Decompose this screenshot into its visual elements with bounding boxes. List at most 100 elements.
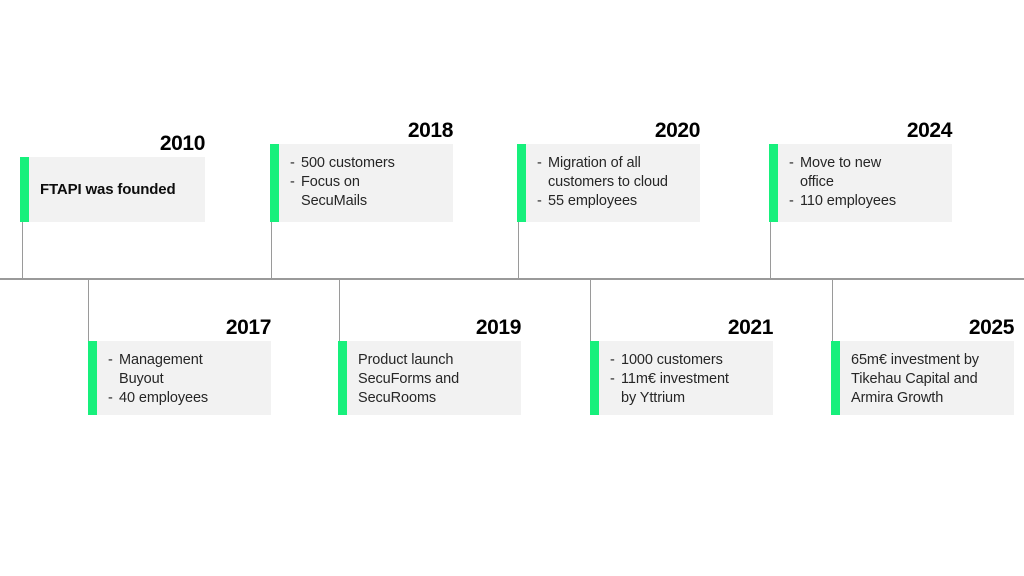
bullet-dash: - <box>789 155 794 171</box>
year-label-2025: 2025 <box>968 315 1015 339</box>
bullet-dash: - <box>108 352 113 368</box>
list-item-text: 11m€ investment <box>621 371 729 387</box>
accent-bar-icon <box>88 341 97 415</box>
milestone-card-2019: Product launch SecuForms and SecuRooms <box>338 341 521 415</box>
milestone-card-2018: -500 customers -Focus on SecuMails <box>270 144 453 222</box>
list-item: -40 employees <box>108 389 261 408</box>
list-item-text: Buyout <box>119 371 164 387</box>
milestone-card-2017: -Management Buyout -40 employees <box>88 341 271 415</box>
bullet-dash: - <box>537 193 542 209</box>
milestone-card-2025: 65m€ investment by Tikehau Capital and A… <box>831 341 1014 415</box>
list-item: Product launch <box>358 351 511 370</box>
connector-2021 <box>590 279 592 341</box>
list-item: Buyout <box>108 370 261 389</box>
milestone-body-2010: FTAPI was founded <box>29 157 205 222</box>
milestone-bullet-list: -1000 customers -11m€ investment by Yttr… <box>610 351 763 408</box>
list-item: -Focus on <box>290 173 443 192</box>
list-item: SecuRooms <box>358 389 511 408</box>
list-item-text: Move to new <box>800 155 882 171</box>
list-item: 65m€ investment by <box>851 351 1004 370</box>
milestone-card-2010: FTAPI was founded <box>20 157 205 222</box>
list-item: Armira Growth <box>851 389 1004 408</box>
list-item-text: Focus on <box>301 174 360 190</box>
list-item-text: SecuRooms <box>358 390 437 406</box>
list-item-text: customers to cloud <box>548 174 668 190</box>
list-item-text: office <box>800 174 834 190</box>
year-label-2018: 2018 <box>407 118 454 142</box>
timeline-axis <box>0 278 1024 280</box>
list-item-text: Armira Growth <box>851 390 944 406</box>
list-item-text: SecuMails <box>301 193 367 209</box>
list-item: -1000 customers <box>610 351 763 370</box>
list-item-text: Management <box>119 352 203 368</box>
list-item: -55 employees <box>537 192 690 211</box>
accent-bar-icon <box>20 157 29 222</box>
milestone-card-2021: -1000 customers -11m€ investment by Yttr… <box>590 341 773 415</box>
connector-2020 <box>518 222 520 279</box>
connector-2010 <box>22 222 24 279</box>
list-item-text: 1000 customers <box>621 352 723 368</box>
connector-2017 <box>88 279 90 341</box>
year-label-2020: 2020 <box>654 118 701 142</box>
list-item: Tikehau Capital and <box>851 370 1004 389</box>
milestone-body-2020: -Migration of all customers to cloud -55… <box>526 144 700 222</box>
bullet-dash: - <box>290 155 295 171</box>
list-item: -Management <box>108 351 261 370</box>
connector-2025 <box>832 279 834 341</box>
list-item: SecuForms and <box>358 370 511 389</box>
list-item-text: by Yttrium <box>621 390 686 406</box>
bullet-dash: - <box>290 174 295 190</box>
year-label-2019: 2019 <box>475 315 522 339</box>
list-item: customers to cloud <box>537 173 690 192</box>
list-item-text: Tikehau Capital and <box>851 371 978 387</box>
year-label-2010: 2010 <box>159 131 206 155</box>
bullet-dash: - <box>108 390 113 406</box>
connector-2019 <box>339 279 341 341</box>
list-item: by Yttrium <box>610 389 763 408</box>
milestone-2024[interactable]: 2024 -Move to new office -110 employees <box>769 119 952 222</box>
list-item: -110 employees <box>789 192 942 211</box>
year-label-2021: 2021 <box>727 315 774 339</box>
bullet-dash: - <box>537 155 542 171</box>
milestone-2025[interactable]: 2025 65m€ investment by Tikehau Capital … <box>831 316 1014 415</box>
list-item: -Move to new <box>789 154 942 173</box>
list-item-text: 55 employees <box>548 193 638 209</box>
list-item: -500 customers <box>290 154 443 173</box>
accent-bar-icon <box>517 144 526 222</box>
year-label-2017: 2017 <box>225 315 272 339</box>
connector-2024 <box>770 222 772 279</box>
list-item-text: Migration of all <box>548 155 641 171</box>
accent-bar-icon <box>590 341 599 415</box>
milestone-2010[interactable]: 2010 FTAPI was founded <box>20 132 205 222</box>
milestone-2019[interactable]: 2019 Product launch SecuForms and SecuRo… <box>338 316 521 415</box>
list-item: -Migration of all <box>537 154 690 173</box>
milestone-2021[interactable]: 2021 -1000 customers -11m€ investment by… <box>590 316 773 415</box>
accent-bar-icon <box>769 144 778 222</box>
milestone-bullet-list: -Migration of all customers to cloud -55… <box>537 154 690 211</box>
list-item-text: Product launch <box>358 352 454 368</box>
milestone-2020[interactable]: 2020 -Migration of all customers to clou… <box>517 119 700 222</box>
milestone-bullet-list: -500 customers -Focus on SecuMails <box>290 154 443 211</box>
list-item-text: 500 customers <box>301 155 395 171</box>
bullet-dash: - <box>610 371 615 387</box>
milestone-card-2024: -Move to new office -110 employees <box>769 144 952 222</box>
milestone-2018[interactable]: 2018 -500 customers -Focus on SecuMails <box>270 119 453 222</box>
list-item: -11m€ investment <box>610 370 763 389</box>
milestone-2017[interactable]: 2017 -Management Buyout -40 employees <box>88 316 271 415</box>
year-label-2024: 2024 <box>906 118 953 142</box>
list-item-text: SecuForms and <box>358 371 460 387</box>
milestone-bullet-list: -Move to new office -110 employees <box>789 154 942 211</box>
bullet-dash: - <box>789 193 794 209</box>
milestone-text-list: Product launch SecuForms and SecuRooms <box>358 351 511 408</box>
milestone-body-2018: -500 customers -Focus on SecuMails <box>279 144 453 222</box>
accent-bar-icon <box>831 341 840 415</box>
milestone-body-2017: -Management Buyout -40 employees <box>97 341 271 415</box>
list-item-text: 110 employees <box>800 193 896 209</box>
milestone-text-list: 65m€ investment by Tikehau Capital and A… <box>851 351 1004 408</box>
milestone-headline: FTAPI was founded <box>40 180 176 198</box>
accent-bar-icon <box>270 144 279 222</box>
milestone-card-2020: -Migration of all customers to cloud -55… <box>517 144 700 222</box>
connector-2018 <box>271 222 273 279</box>
list-item: SecuMails <box>290 192 443 211</box>
